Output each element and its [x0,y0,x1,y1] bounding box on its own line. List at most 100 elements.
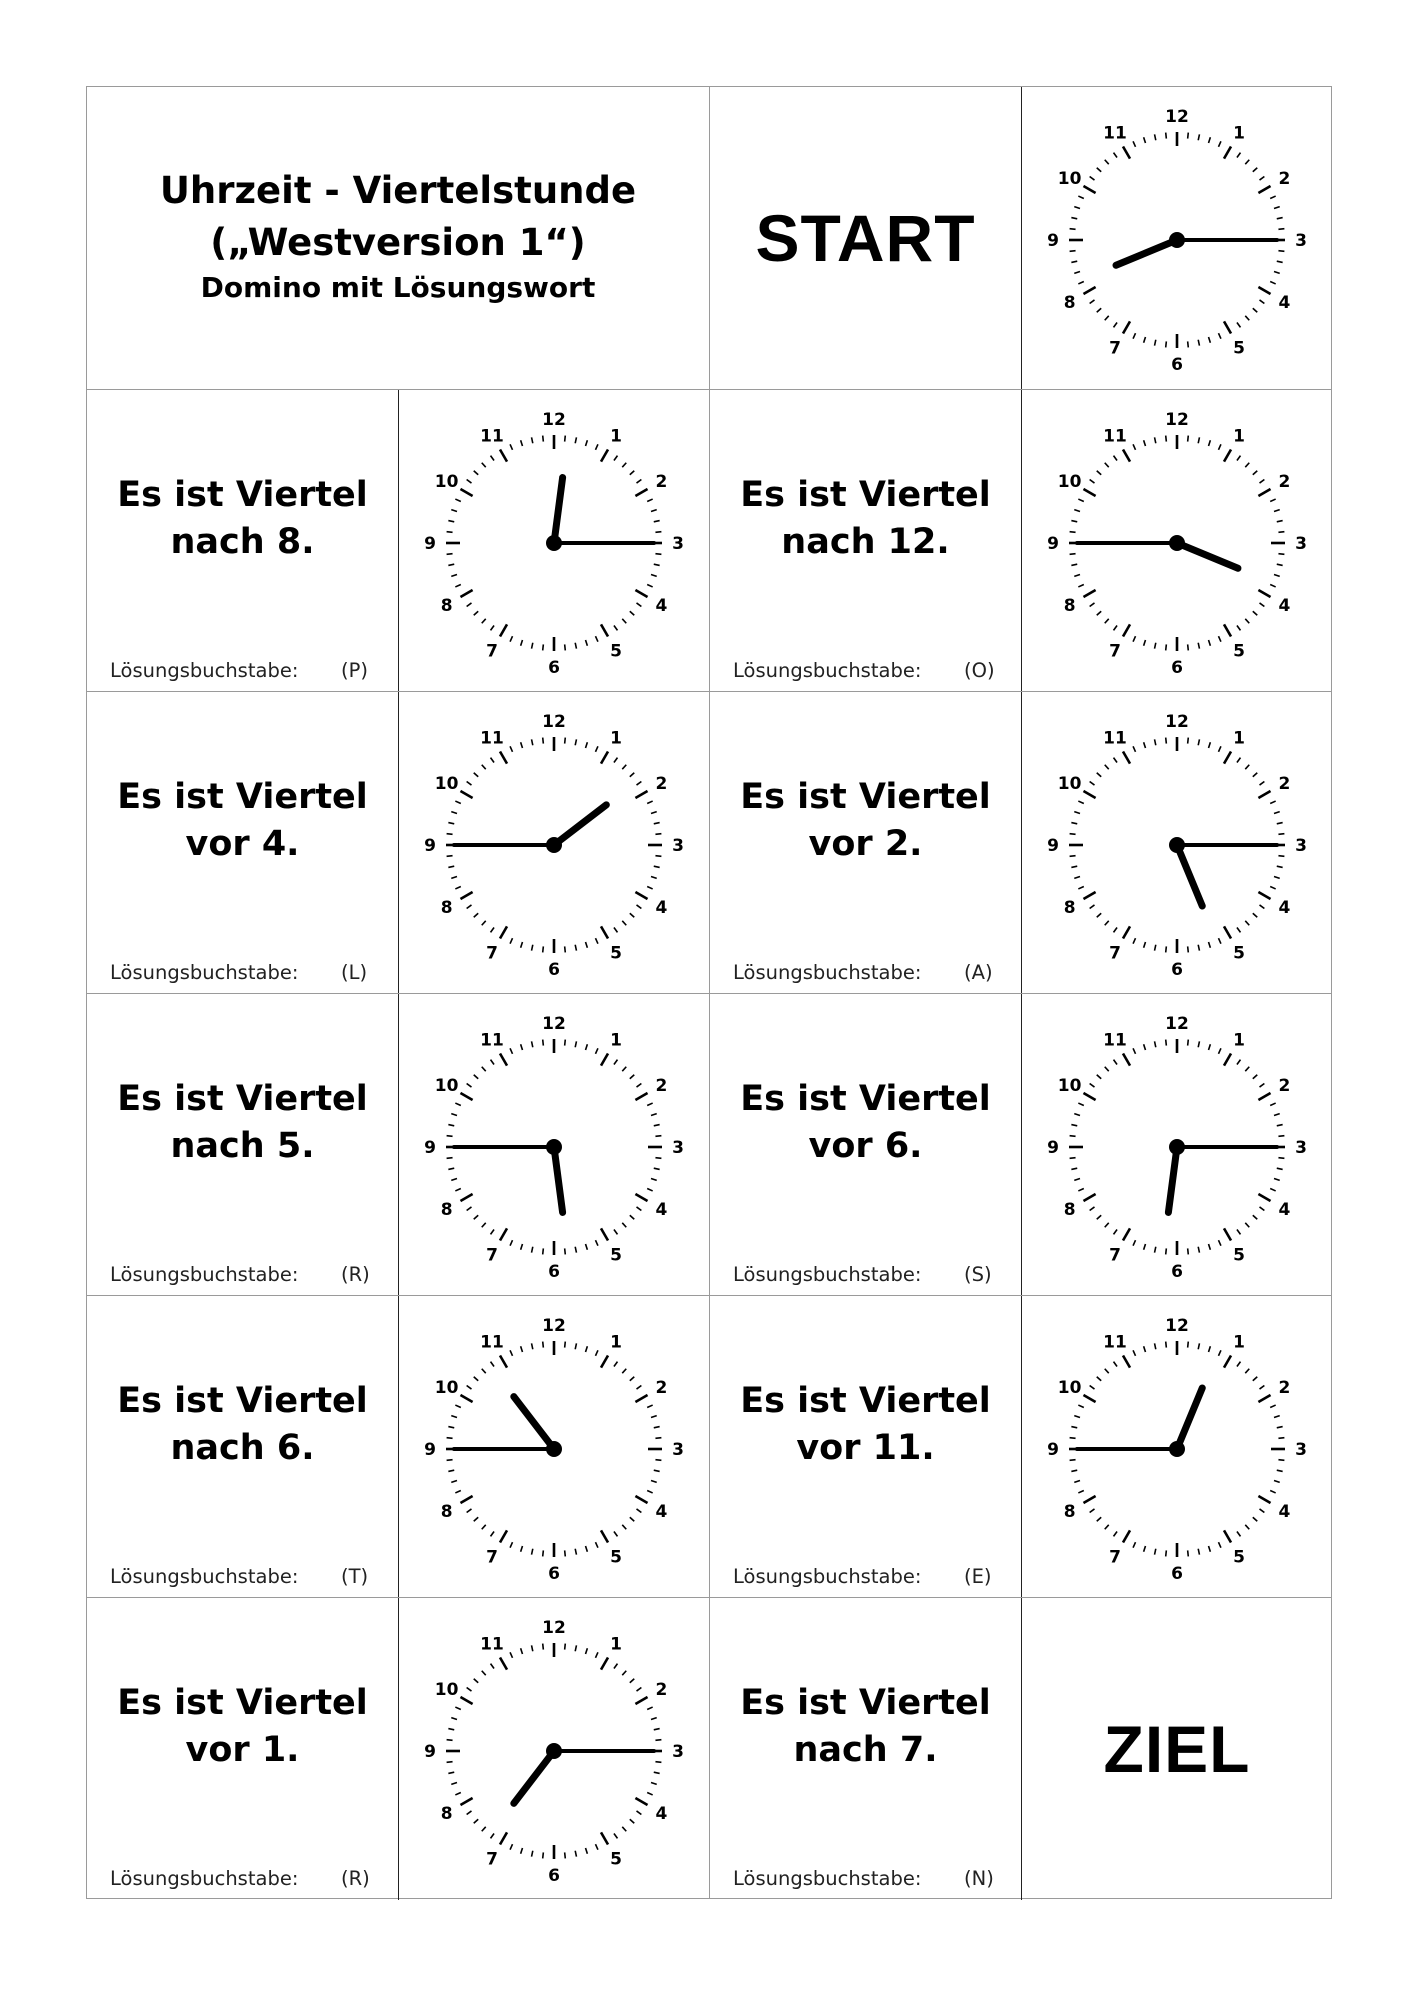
minute-tick [646,1489,653,1494]
hour-tick [1257,184,1272,195]
minute-tick [1244,920,1250,926]
clock-numeral: 11 [480,1635,504,1655]
minute-tick [541,1852,545,1859]
clock-numeral: 1 [1233,1031,1245,1051]
minute-tick [646,1187,653,1192]
minute-tick [489,1663,495,1669]
hour-tick [1257,1494,1272,1505]
minute-tick [655,854,662,858]
minute-tick [1269,1489,1276,1494]
minute-tick [574,642,578,649]
domino-card-9: Es ist Viertel vor 1. Lösungsbuchstabe:(… [87,1597,709,1900]
minute-tick [451,1479,458,1484]
minute-tick [1278,249,1285,253]
minute-tick [1259,780,1265,786]
minute-tick [1104,315,1110,321]
hour-tick [634,487,649,498]
clock-numeral: 5 [610,641,622,661]
domino-card-5: Es ist Viertel nach 5. Lösungsbuchstabe:… [87,993,709,1296]
minute-tick [481,1670,487,1676]
minute-tick [1069,552,1076,556]
minute-tick [509,1350,514,1357]
card-text-cell: Es ist Viertel vor 11. Lösungsbuchstabe:… [710,1296,1021,1598]
minute-tick [650,1414,657,1419]
minute-tick [1244,1222,1250,1228]
minute-tick [509,1843,514,1850]
hour-tick [599,1227,610,1242]
clock-numeral: 11 [1103,124,1127,144]
minute-tick [1236,927,1242,933]
minute-tick [1112,625,1118,631]
minute-tick [1244,1524,1250,1530]
hour-tick [599,925,610,940]
minute-tick [1071,1425,1078,1429]
clock-numeral: 4 [655,1502,667,1522]
clock-numeral: 4 [1278,596,1290,616]
minute-tick [1153,1246,1157,1253]
minute-tick [629,1214,635,1220]
clock-numeral: 12 [1165,712,1189,732]
clock-numeral: 10 [1058,472,1082,492]
minute-tick [1273,573,1280,578]
minute-tick [541,1643,545,1650]
minute-tick [636,478,642,484]
minute-tick [1069,854,1076,858]
clock-numeral: 2 [655,472,667,492]
minute-tick [1244,159,1250,165]
minute-tick [1244,618,1250,624]
minute-tick [1104,1524,1110,1530]
minute-tick [1074,1112,1081,1117]
minute-tick [541,1248,545,1255]
card-text-cell: Es ist Viertel nach 7. Lösungsbuchstabe:… [710,1598,1021,1900]
minute-tick [481,1066,487,1072]
minute-tick [1273,205,1280,210]
minute-tick [1132,1239,1137,1246]
minute-tick [1069,227,1076,231]
minute-tick [1207,1545,1212,1552]
hour-tick [599,750,610,765]
minute-tick [1142,137,1147,144]
minute-tick [653,1167,660,1171]
hour-tick [1222,623,1233,638]
minute-tick [1096,470,1102,476]
minute-tick [1207,440,1212,447]
minute-tick [455,1102,462,1107]
minute-tick [621,1222,627,1228]
minute-tick [650,1177,657,1182]
minute-tick [1112,1059,1118,1065]
minute-tick [466,1810,472,1816]
minute-tick [1197,739,1201,746]
minute-tick [455,1489,462,1494]
minute-tick [541,946,545,953]
solution-letter: (A) [964,961,993,984]
minute-tick [1096,1376,1102,1382]
minute-tick [1276,1425,1283,1429]
minute-tick [519,440,524,447]
minute-tick [1236,1229,1242,1235]
minute-tick [1186,1248,1190,1255]
minute-tick [448,1425,455,1429]
card-text-cell: Es ist Viertel nach 12. Lösungsbuchstabe… [710,390,1021,692]
clock-numeral: 10 [435,774,459,794]
minute-tick [650,810,657,815]
minute-tick [1207,742,1212,749]
minute-tick [584,941,589,948]
hour-tick [634,1695,649,1706]
solution-letter: (O) [964,659,995,682]
clock-numeral: 9 [1047,836,1059,856]
minute-tick [1104,1222,1110,1228]
clock-numeral: 3 [1295,534,1307,554]
minute-tick [1078,1102,1085,1107]
minute-tick [1164,132,1168,139]
minute-tick [1259,175,1265,181]
minute-tick [621,764,627,770]
minute-tick [563,435,567,442]
minute-tick [448,1771,455,1775]
clock-numeral: 8 [1064,1200,1076,1220]
minute-tick [1252,610,1258,616]
minute-tick [584,1648,589,1655]
minute-tick [629,772,635,778]
minute-tick [1142,639,1147,646]
